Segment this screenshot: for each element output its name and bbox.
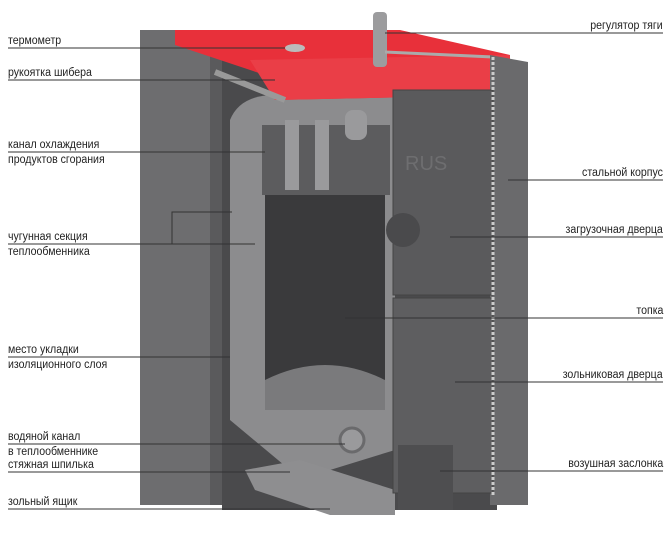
label-cast-section-2: теплообменника <box>8 246 90 258</box>
water-channel-pipe <box>338 426 366 454</box>
ash-box-drawer <box>245 460 395 515</box>
label-loading-door: загрузочная дверца <box>565 224 663 236</box>
label-cooling-channel-2: продуктов сгорания <box>8 154 105 166</box>
label-insulation-2: изоляционного слоя <box>8 359 108 371</box>
label-firebox: топка <box>635 305 663 317</box>
leader-lines <box>8 32 663 510</box>
label-water-channel-2: в теплообменнике <box>8 446 99 458</box>
label-damper-handle: рукоятка шибера <box>8 67 92 79</box>
right-casing <box>490 55 528 505</box>
air-damper-plate <box>398 445 453 510</box>
thermometer-gauge <box>285 44 305 52</box>
label-ash-box: зольный ящик <box>8 496 78 508</box>
label-water-channel-1: водяной канал <box>8 431 81 443</box>
label-insulation-1: место укладки <box>8 344 79 356</box>
left-casing <box>140 30 225 505</box>
label-steel-casing: стальной корпус <box>582 167 663 179</box>
loading-door-panel <box>392 89 494 296</box>
door-logo: RUS <box>405 153 447 175</box>
label-ash-door: зольниковая дверца <box>563 369 663 381</box>
label-tie-rod: стяжная шпилька <box>8 459 94 471</box>
label-thermometer: термометр <box>8 35 62 47</box>
draft-regulator-body <box>373 12 387 67</box>
label-draft-regulator: регулятор тяги <box>590 20 663 32</box>
label-cast-section-1: чугунная секция <box>8 231 88 243</box>
label-air-damper: возушная заслонка <box>568 458 663 470</box>
label-cooling-channel-1: канал охлаждения <box>8 139 100 151</box>
